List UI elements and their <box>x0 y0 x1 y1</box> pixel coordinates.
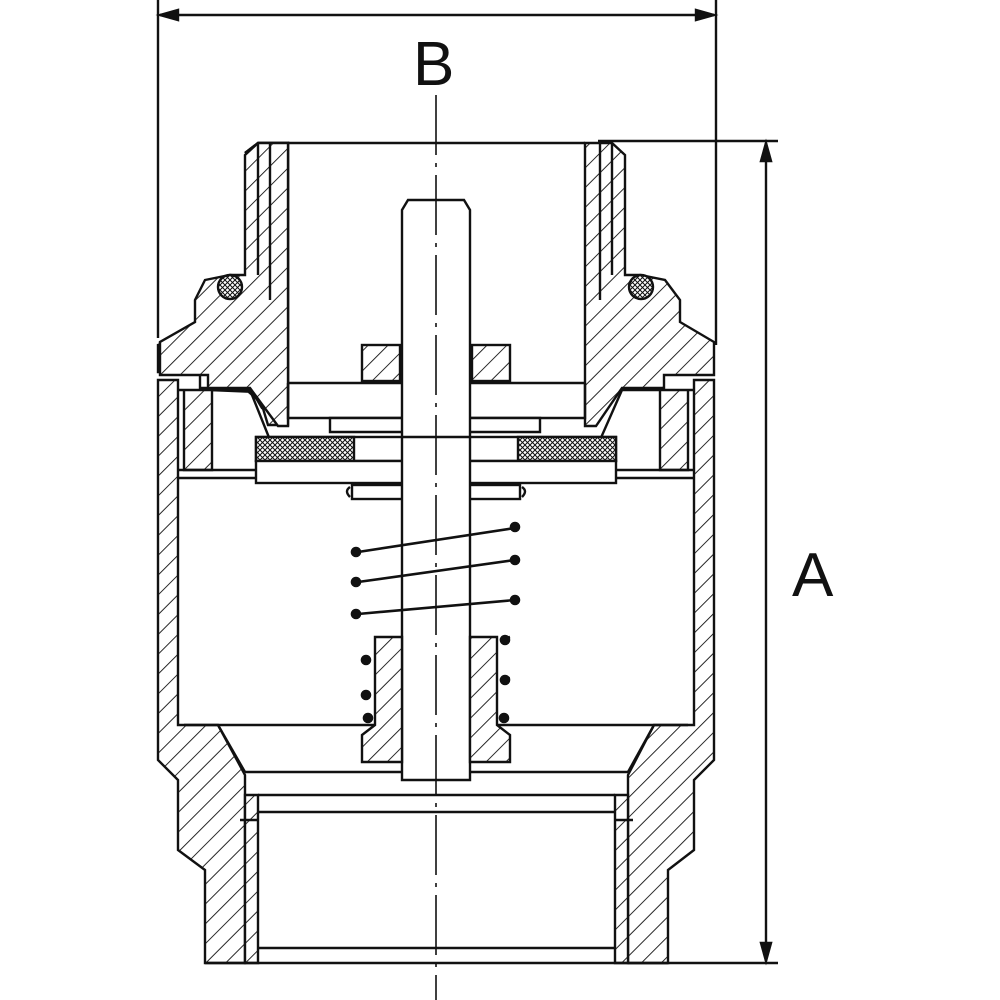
o-ring-right <box>627 273 655 301</box>
lower-port <box>205 793 668 965</box>
dimension-b <box>155 0 719 345</box>
lower-body-right <box>626 378 716 965</box>
guide-nut-right <box>470 343 512 383</box>
dimension-a <box>598 138 778 966</box>
seal-washer-left <box>254 435 356 463</box>
valve-stem <box>400 198 472 782</box>
seal-washer-right <box>516 435 618 463</box>
lower-body-left <box>156 378 247 965</box>
stem-guide-bushing <box>360 635 512 764</box>
o-ring-left <box>216 273 244 301</box>
dimension-a-label: A <box>792 541 834 610</box>
dimension-b-label: B <box>413 30 455 99</box>
guide-nut-left <box>360 343 402 383</box>
